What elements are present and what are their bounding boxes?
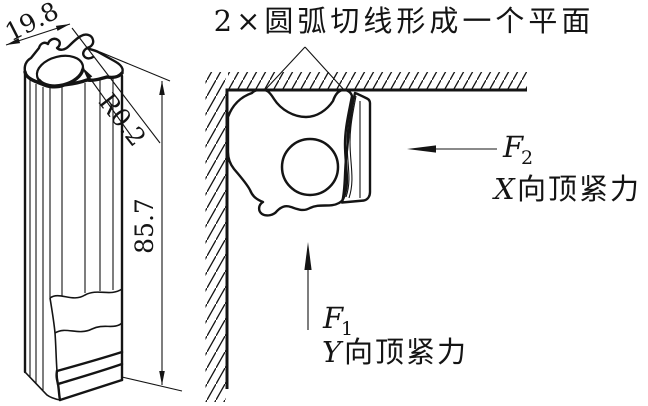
force-f1: F 1 Y 向顶紧力 [304,242,468,369]
fixture-hatching-left [205,72,226,402]
dim-height-arrow-top [159,81,165,95]
fixture-wall-lines [225,88,527,389]
extrusion-edges [23,72,124,390]
dim-height-arrow-bottom [159,371,165,385]
force-f1-arrow [304,242,312,270]
clamping-schematic-view: F 2 X 向顶紧力 F 1 Y 向顶紧力 [205,46,641,402]
dim-height: 85.7 [99,51,183,392]
fixture-hatching-top [228,72,527,89]
tangent-plane-leader [263,46,346,92]
dim-height-label: 85.7 [130,198,159,254]
dim-width-arrow-left [6,38,21,45]
force-f2-desc: 向顶紧力 [517,172,641,206]
force-f2-subscript: 2 [521,147,533,169]
force-f1-desc: 向顶紧力 [344,335,468,369]
dim-radius-arrow [82,67,93,80]
force-f1-subscript: 1 [341,318,353,340]
force-f2-axis: X [492,172,516,206]
part-bottom-end [24,288,124,402]
top-face-hole [35,54,85,88]
dim-width-arrow-right [55,24,70,31]
force-f2-symbol: F [502,130,524,164]
face-pocket-fold [82,46,95,60]
force-f1-axis: Y [322,335,344,369]
force-f2-arrow [407,145,436,153]
workpiece-outline [226,88,354,217]
force-f2: F 2 X 向顶紧力 [407,130,641,206]
note-label: 2×圆弧切线形成一个平面 [214,4,595,38]
clamp-insert [340,91,372,204]
dim-extension-line [71,27,161,144]
center-hole [280,137,340,197]
force-f1-symbol: F [322,301,344,335]
